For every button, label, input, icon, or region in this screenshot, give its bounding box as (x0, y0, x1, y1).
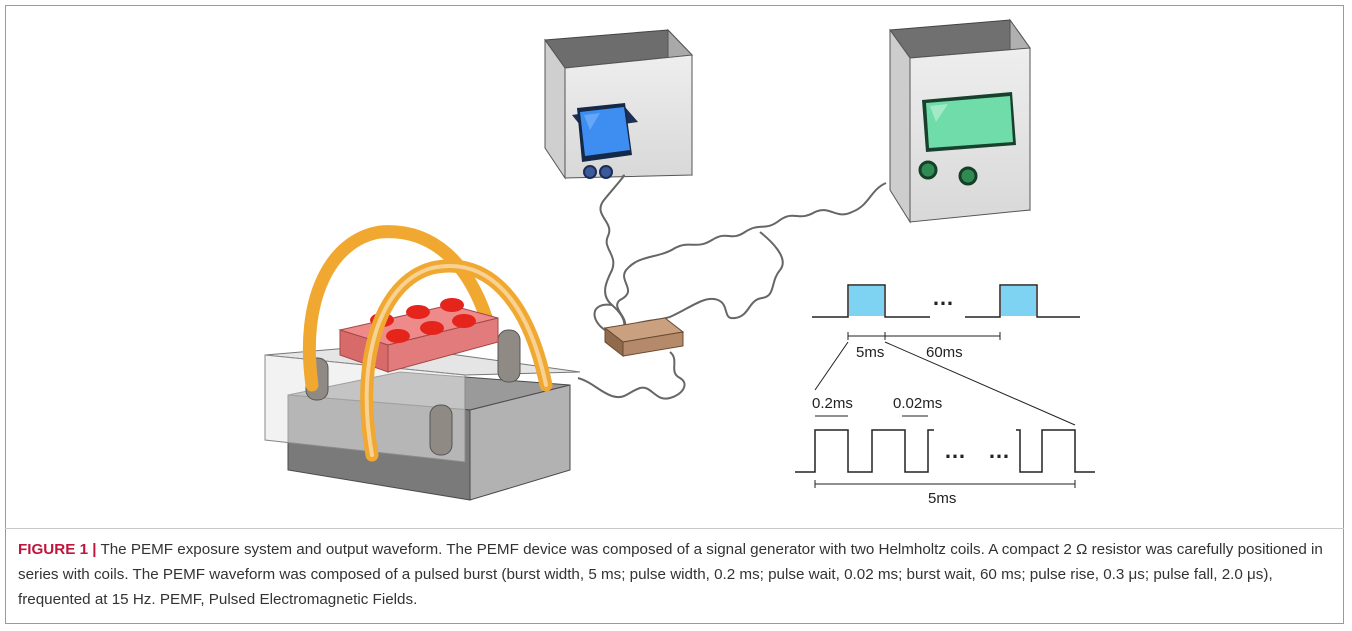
waveform-diagram (795, 284, 1095, 488)
green-screen (926, 96, 1013, 148)
signal-generator-icon (544, 28, 694, 180)
knob-icon (583, 165, 597, 179)
figure-illustration: … … … 5ms 60ms 0.2ms 0.02ms 5ms (264, 18, 1095, 507)
figure-caption: FIGURE 1 | The PEMF exposure system and … (18, 537, 1336, 612)
cables (577, 174, 887, 400)
waveform-ellipsis: … (932, 285, 954, 310)
waveform-ellipsis-lower: … (944, 438, 966, 463)
knob-icon (918, 160, 938, 180)
helmholtz-coil-icon (264, 225, 581, 501)
resistor-icon (603, 317, 685, 358)
control-box-icon (889, 18, 1031, 224)
burst-width-label: 5ms (856, 344, 884, 361)
caption-text: The PEMF exposure system and output wave… (18, 541, 1323, 608)
waveform-ellipsis-lower-2: … (988, 438, 1010, 463)
total-duration-label: 5ms (928, 490, 956, 507)
caption-divider (5, 528, 1344, 529)
knob-icon (958, 166, 978, 186)
pulse-width-label: 0.2ms (812, 395, 853, 412)
figure-label: FIGURE 1 | (18, 541, 97, 558)
burst-wait-label: 60ms (926, 344, 963, 361)
pulse-wait-label: 0.02ms (893, 395, 942, 412)
knob-icon (599, 165, 613, 179)
blue-screen (580, 107, 630, 156)
